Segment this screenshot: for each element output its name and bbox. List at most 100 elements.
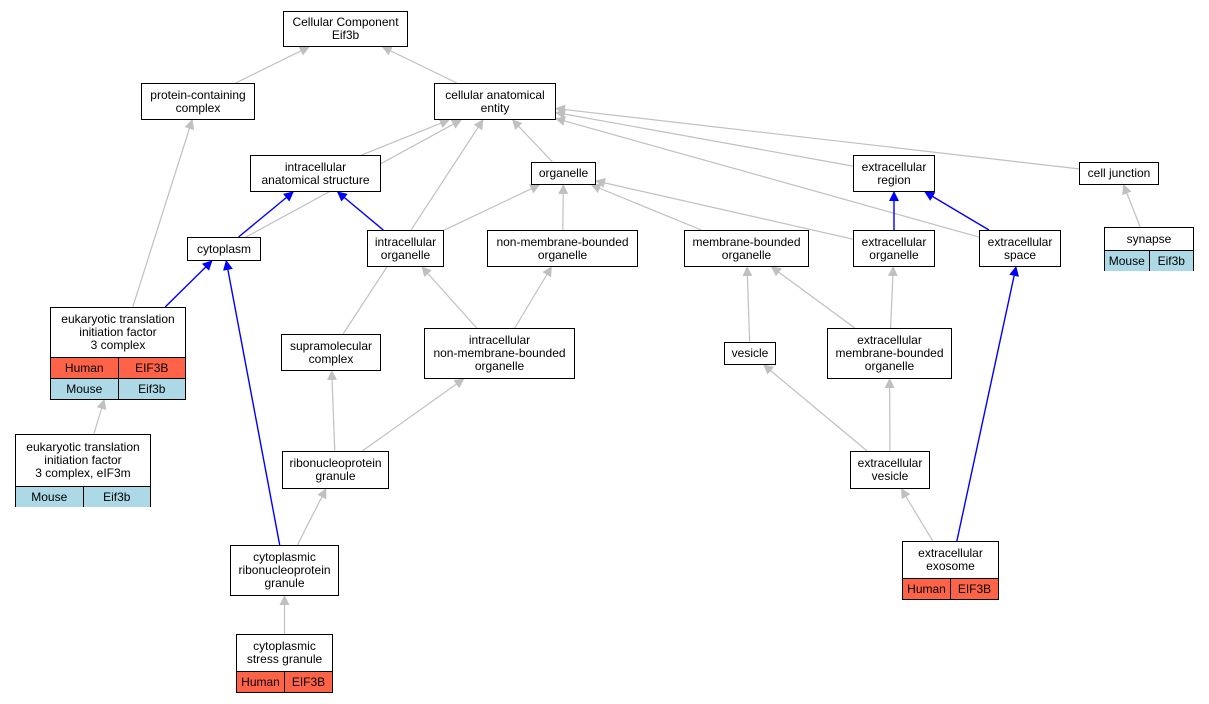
node-protein-containing-complex[interactable]: protein-containing complex	[141, 83, 255, 120]
edge-membrane_organelle-to-organelle	[590, 183, 702, 231]
node-label: eukaryotic translation initiation factor…	[26, 440, 140, 480]
node-supramolecular-complex[interactable]: supramolecular complex	[281, 334, 381, 371]
node-label: ribonucleoprotein granule	[289, 456, 382, 483]
node-label: cellular anatomical entity	[445, 87, 545, 115]
node-label: synapse	[1126, 231, 1172, 246]
node-extracellular-membrane-bounded-organelle[interactable]: extracellular membrane-bounded organelle	[827, 328, 952, 379]
node-cytoplasmic-stress-granule[interactable]: cytoplasmic stress granule Human EIF3B	[236, 634, 333, 693]
edge-intracellular_anat-to-cell_anat_entity	[361, 118, 450, 156]
edge-rnp_granule-to-supramolecular	[327, 370, 338, 452]
edge-eif3_complex-to-cytoplasm	[164, 260, 213, 308]
node-intracellular-anatomical-structure[interactable]: intracellular anatomical structure	[250, 155, 381, 192]
species-cell: Mouse	[16, 487, 83, 507]
node-label: intracellular non-membrane-bounded organ…	[433, 333, 566, 373]
edge-supramolecular-to-cell_anat_entity	[342, 119, 484, 335]
node-label: organelle	[538, 166, 589, 180]
edge-cell_junction-to-cell_anat_entity	[555, 104, 1080, 170]
annotation-row: Human EIF3B	[903, 578, 998, 599]
node-label: extracellular region	[861, 159, 927, 187]
species-cell: Human	[903, 579, 950, 599]
species-cell: Human	[237, 672, 284, 692]
node-label: supramolecular complex	[289, 338, 373, 366]
edge-organelle-to-cell_anat_entity	[511, 119, 553, 163]
node-ribonucleoprotein-granule[interactable]: ribonucleoprotein granule	[282, 451, 389, 489]
edge-eif3_complex-to-protein_complex	[132, 119, 195, 308]
node-label: intracellular anatomical structure	[261, 159, 370, 187]
node-cellular-component[interactable]: Cellular Component Eif3b	[283, 11, 408, 47]
edge-cell_anat_entity-to-cc_root	[381, 46, 458, 84]
node-label: intracellular organelle	[374, 234, 437, 262]
node-label: extracellular vesicle	[857, 456, 923, 483]
node-intracellular-non-membrane-bounded-organelle[interactable]: intracellular non-membrane-bounded organ…	[424, 328, 575, 379]
edge-layer	[93, 46, 1141, 634]
node-membrane-bounded-organelle[interactable]: membrane-bounded organelle	[684, 230, 809, 267]
node-organelle[interactable]: organelle	[531, 162, 596, 185]
node-label: membrane-bounded organelle	[692, 234, 801, 262]
edge-extracellular_vesicle-to-vesicle	[763, 364, 868, 452]
gene-cell: Eif3b	[82, 487, 150, 507]
annotation-row: Mouse Eif3b	[51, 378, 185, 399]
edge-intracellular_organelle-to-organelle	[443, 184, 541, 231]
node-label: vesicle	[731, 346, 769, 360]
node-intracellular-organelle[interactable]: intracellular organelle	[367, 230, 444, 267]
node-label: cytoplasm	[196, 241, 252, 256]
edge-cyto_rnp_granule-to-rnp_granule	[296, 488, 327, 546]
node-label: non-membrane-bounded organelle	[496, 234, 629, 262]
species-cell: Mouse	[51, 379, 118, 399]
node-label: eukaryotic translation initiation factor…	[61, 312, 175, 352]
edge-cyto_rnp_granule-to-cytoplasm	[223, 260, 281, 546]
node-label: protein-containing complex	[150, 87, 246, 115]
node-extracellular-organelle[interactable]: extracellular organelle	[853, 230, 935, 267]
gene-cell: EIF3B	[117, 358, 185, 378]
edge-extracellular_space-to-cell_anat_entity	[555, 116, 980, 238]
node-label: cytoplasmic stress granule	[246, 639, 323, 666]
gene-cell: EIF3B	[950, 579, 998, 599]
edge-rnp_granule-to-intra_nonmembrane_organelle	[361, 378, 465, 452]
edge-extracellular_region-to-cell_anat_entity	[555, 109, 854, 167]
edge-extracellular_space-to-extracellular_region	[924, 191, 990, 231]
edge-extracellular_organelle-to-organelle	[595, 177, 854, 240]
node-cell-junction[interactable]: cell junction	[1079, 162, 1159, 185]
node-label: cell junction	[1087, 166, 1151, 180]
edge-vesicle-to-membrane_organelle	[742, 266, 753, 343]
edge-nonmembrane_organelle-to-organelle	[558, 184, 569, 231]
node-extracellular-vesicle[interactable]: extracellular vesicle	[850, 451, 930, 489]
node-vesicle[interactable]: vesicle	[724, 342, 776, 365]
node-cellular-anatomical-entity[interactable]: cellular anatomical entity	[434, 83, 556, 120]
edge-intracellular_organelle-to-intracellular_anat	[336, 191, 384, 231]
node-label: extracellular membrane-bounded organelle	[835, 333, 944, 373]
node-synapse[interactable]: synapse Mouse Eif3b	[1104, 227, 1194, 271]
edge-eif3m_complex-to-eif3_complex	[93, 399, 107, 435]
node-label: Cellular Component Eif3b	[292, 15, 399, 42]
gene-cell: Eif3b	[117, 379, 185, 399]
node-extracellular-exosome[interactable]: extracellular exosome Human EIF3B	[902, 541, 999, 600]
annotation-row: Mouse Eif3b	[1105, 250, 1193, 271]
node-label: extracellular organelle	[861, 234, 927, 262]
annotation-row: Human EIF3B	[51, 357, 185, 378]
gene-cell: EIF3B	[284, 672, 332, 692]
node-cytoplasm[interactable]: cytoplasm	[187, 237, 261, 261]
edge-extracellular_exosome-to-extracellular_vesicle	[900, 488, 934, 542]
species-cell: Human	[51, 358, 118, 378]
species-cell: Mouse	[1105, 251, 1149, 271]
node-label: cytoplasmic ribonucleoprotein granule	[238, 550, 331, 590]
edge-intra_nonmembrane_organelle-to-intracellular_organelle	[421, 266, 478, 329]
node-cytoplasmic-ribonucleoprotein-granule[interactable]: cytoplasmic ribonucleoprotein granule	[230, 545, 339, 596]
edge-protein_complex-to-cc_root	[235, 46, 310, 84]
edge-extra_membrane_organelle-to-membrane_organelle	[770, 266, 856, 329]
edge-synapse-to-cell_junction	[1122, 184, 1141, 228]
node-non-membrane-bounded-organelle[interactable]: non-membrane-bounded organelle	[487, 230, 638, 267]
edge-cytoplasm-to-intracellular_anat	[238, 191, 294, 238]
annotation-row: Human EIF3B	[237, 671, 332, 692]
annotation-row: Mouse Eif3b	[16, 486, 150, 507]
node-extracellular-space[interactable]: extracellular space	[979, 230, 1061, 267]
edge-extracellular_exosome-to-extracellular_space	[956, 266, 1019, 542]
node-label: extracellular space	[987, 234, 1053, 262]
node-label: extracellular exosome	[918, 546, 983, 573]
edge-intra_nonmembrane_organelle-to-nonmembrane_organelle	[514, 266, 552, 329]
node-eif3m-complex[interactable]: eukaryotic translation initiation factor…	[15, 434, 151, 507]
edge-extra_membrane_organelle-to-extracellular_organelle	[887, 266, 898, 329]
node-eif3-complex[interactable]: eukaryotic translation initiation factor…	[50, 307, 186, 400]
node-extracellular-region[interactable]: extracellular region	[853, 155, 935, 192]
